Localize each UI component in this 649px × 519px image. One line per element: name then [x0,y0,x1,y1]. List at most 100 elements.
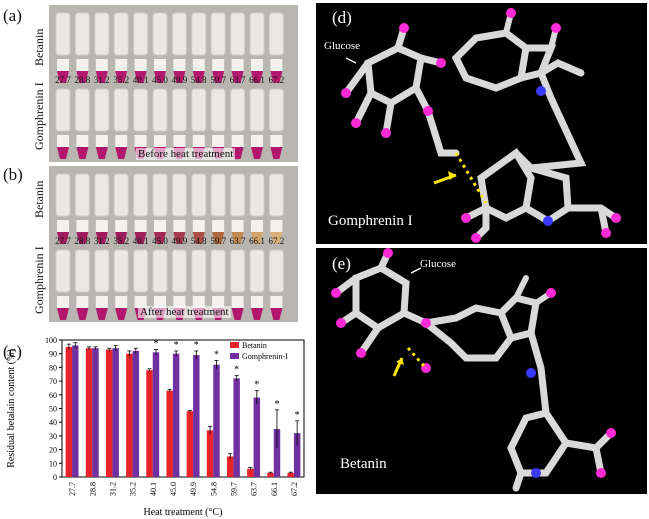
x-tick-label: 40.1 [149,482,158,496]
tube-temp-label: 27.7 [55,236,71,246]
tube-temp-label: 59.7 [210,236,226,246]
tube-gomphrenin [113,249,129,320]
tube-temp-label: 54.8 [191,75,207,85]
tube-betanin [113,12,129,83]
significance-mark: * [274,399,279,410]
y-axis-label: Residual betalain content (%) [6,349,17,468]
bar-betanin [146,370,153,477]
tube-temp-label: 35.2 [113,75,129,85]
bar-betanin [105,349,113,477]
molecule-panel-gomphrenin: Glucose Gomphrenin I [316,3,647,244]
legend-swatch [230,353,239,359]
tube-betanin [249,12,265,83]
tube-temp-label: 31.2 [94,75,110,85]
bar-betanin [65,346,73,477]
x-tick-label: 49.9 [189,482,198,496]
tube-temp-label: 67.2 [269,75,285,85]
tube-gomphrenin [94,249,110,320]
y-tick-label: 50 [49,405,57,414]
tube-betanin [210,173,226,244]
tube-temp-label: 66.1 [249,236,265,246]
tube-betanin [94,12,110,83]
bar-betanin [166,390,173,477]
y-tick-label: 90 [49,350,57,359]
tube-betanin [133,173,149,244]
bar-betanin [287,472,294,477]
bar-gomphrenin-i [193,355,200,477]
tube-betanin [191,12,207,83]
significance-mark: * [254,380,259,391]
panel-label-b: (b) [3,165,23,184]
y-tick-label: 10 [49,459,57,468]
y-tick-label: 60 [49,391,57,400]
tube-temp-label: 27.7 [55,75,71,85]
bar-gomphrenin-i [293,433,301,477]
bar-gomphrenin-i [172,353,180,477]
significance-mark: * [295,410,300,421]
glucose-label-e: Glucose [420,258,457,270]
y-tick-label: 70 [49,377,57,386]
panel-label-c: (c) [3,342,22,361]
tube-temp-label: 45.0 [152,236,168,246]
caption-before: Before heat treatment [136,148,236,160]
tube-betanin [152,12,168,83]
bar-gomphrenin-i [233,378,240,477]
tube-gomphrenin [249,88,265,159]
bar-betanin [267,472,274,477]
tube-betanin [113,173,129,244]
tube-betanin [230,12,246,83]
y-tick-label: 40 [49,418,57,427]
tube-gomphrenin [55,88,71,159]
tube-temp-label: 40.1 [133,75,149,85]
significance-mark: * [214,350,219,361]
significance-mark: * [234,365,239,376]
glucose-label-d: Glucose [324,40,361,52]
x-tick-label: 45.0 [169,482,178,496]
y-tick-label: 100 [45,336,57,345]
tube-betanin [171,12,187,83]
tube-betanin [230,173,246,244]
bar-gomphrenin-i [112,348,119,477]
tube-temp-label: 67.2 [269,236,285,246]
tube-gomphrenin [94,88,110,159]
bar-betanin [247,468,254,477]
panel-label-a: (a) [3,6,22,25]
tube-temp-label: 49.9 [172,236,188,246]
x-tick-label: 35.2 [129,482,138,496]
x-tick-label: 54.8 [209,482,218,496]
molecule-title-e: Betanin [340,456,387,472]
panel-label-d: (d) [332,8,352,27]
significance-mark: * [153,339,158,350]
tube-gomphrenin [249,249,265,320]
tube-temp-label: 45.0 [152,75,168,85]
tube-betanin [210,12,226,83]
tube-gomphrenin [268,249,284,320]
panel-label-e: (e) [332,254,351,273]
tube-temp-label: 54.8 [191,236,207,246]
tube-temp-label: 35.2 [113,236,129,246]
tube-betanin [249,173,265,244]
tube-temp-label: 66.1 [249,75,265,85]
bar-gomphrenin-i [72,345,79,477]
x-tick-label: 67.2 [290,482,299,496]
significance-mark: * [194,340,199,351]
x-tick-label: 28.8 [88,482,97,496]
bar-gomphrenin-i [273,429,281,477]
row-label-gomphrenin-b: Gomphrenin I [32,246,46,314]
tube-temp-label: 28.8 [75,75,91,85]
y-tick-label: 80 [49,363,57,372]
row-label-gomphrenin-a: Gomphrenin I [32,82,46,150]
tube-gomphrenin [74,249,90,320]
tube-betanin [55,173,71,244]
betanin-structure [331,248,616,492]
caption-after: After heat treatment [138,306,231,318]
tube-temp-label: 49.9 [172,75,188,85]
x-tick-label: 31.2 [108,482,117,496]
tube-betanin [171,173,187,244]
tube-gomphrenin [55,249,71,320]
tube-gomphrenin [230,249,246,320]
x-axis-label: Heat treatment (°C) [144,507,223,518]
tube-betanin [74,173,90,244]
y-tick-label: 30 [49,432,57,441]
